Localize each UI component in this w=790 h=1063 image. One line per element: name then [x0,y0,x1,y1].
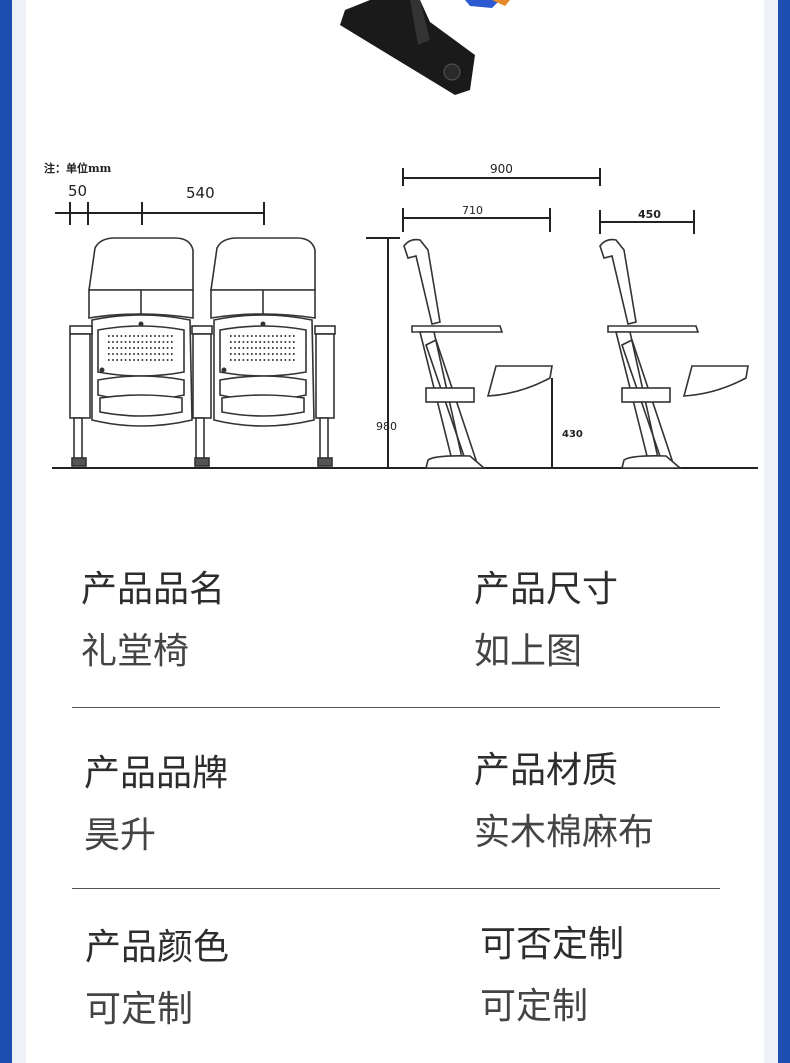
spec-color-label: 产品颜色 [85,927,230,968]
front-view-chairs [69,237,336,467]
divider-2 [72,888,720,889]
side-view-chair-1 [403,238,553,469]
spec-material: 产品材质 实木棉麻布 [474,751,654,853]
unit-note: 注：单位mm [44,161,112,175]
spec-material-label: 产品材质 [474,750,619,791]
right-blue-border [778,0,790,1063]
spec-size-label: 产品尺寸 [474,569,619,610]
divider-1 [72,707,720,708]
spec-customizable-label: 可否定制 [480,924,625,965]
spec-material-value: 实木棉麻布 [474,812,655,853]
dim-arm-label: 50 [68,182,87,200]
spec-color: 产品颜色 可定制 [85,928,229,1030]
front-view-perforations [99,321,266,373]
spec-size-value: 如上图 [474,631,583,672]
spec-brand-value: 昊升 [84,815,157,856]
left-light-edge [12,0,26,1063]
spec-brand: 产品品牌 昊升 [84,754,228,856]
spec-name-label: 产品品名 [81,569,226,610]
perforation-rows [108,335,297,361]
spec-name-value: 礼堂椅 [81,631,190,672]
spec-customizable-value: 可定制 [480,986,589,1027]
dim-height-label: 980 [376,420,397,433]
right-light-edge [764,0,778,1063]
spec-name: 产品品名 礼堂椅 [81,570,225,672]
spec-brand-label: 产品品牌 [84,753,229,794]
dim-seat-label: 540 [186,184,215,202]
spec-color-value: 可定制 [85,989,194,1030]
spec-size: 产品尺寸 如上图 [474,570,618,672]
dim-depth-label: 900 [490,162,513,176]
spec-customizable: 可否定制 可定制 [480,925,624,1027]
content-panel [26,0,764,1063]
side-view-chair-2 [599,238,749,469]
dim-table-depth-label: 450 [638,208,661,221]
chair-photo-fragment [340,0,510,95]
front-dimension-lines [55,202,265,225]
dim-table-height-label: 430 [562,429,583,440]
dim-seat-depth-label: 710 [462,204,483,217]
side-dimension-lines [366,168,695,468]
left-blue-border [0,0,12,1063]
chair-dimension-diagram: 注：单位mm 50 540 [44,0,758,469]
